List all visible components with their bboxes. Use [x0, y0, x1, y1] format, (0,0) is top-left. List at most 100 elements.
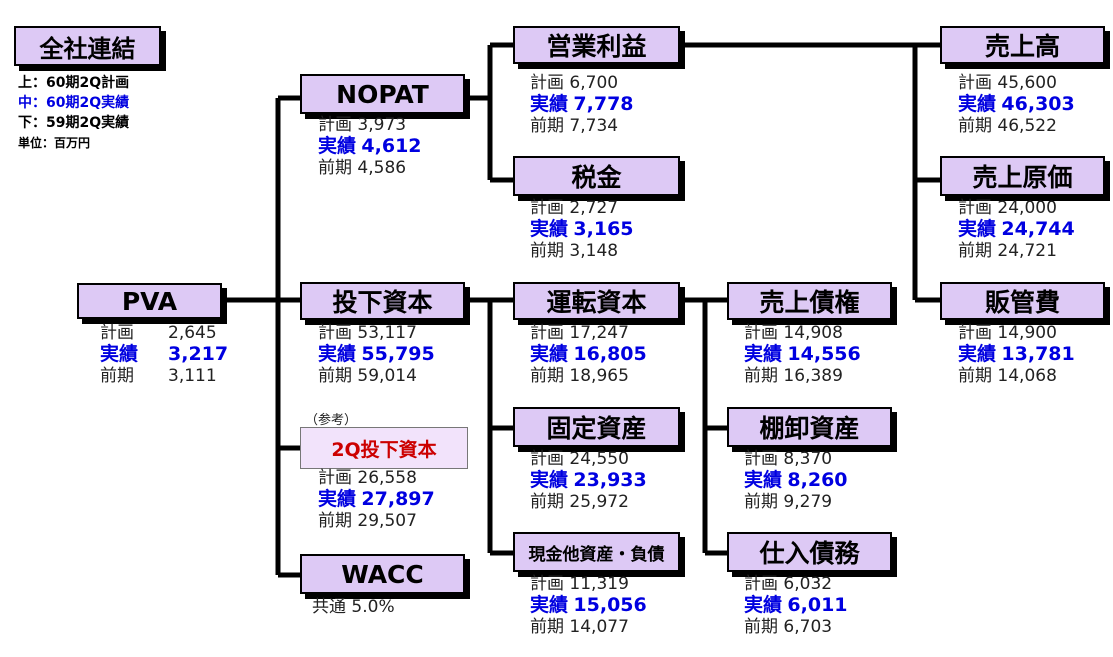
pva-plan: 2,645 — [168, 323, 217, 343]
receivables-values: 計画 14,908 実績 14,556 前期 16,389 — [744, 323, 861, 387]
payables-prev: 6,703 — [783, 617, 833, 637]
invested-2q-plan: 26,558 — [357, 468, 417, 488]
invested-capital-prev: 59,014 — [357, 366, 417, 386]
plan-label: 計画 — [530, 449, 564, 469]
pva-node: PVA — [77, 283, 222, 319]
cash-other-actual: 15,056 — [573, 594, 647, 616]
invested-2q-values: 計画 26,558 実績 27,897 前期 29,507 — [318, 468, 435, 532]
pva-prev: 3,111 — [168, 366, 217, 386]
wacc-values: 共通 5.0% — [312, 597, 395, 618]
receivables-actual: 14,556 — [787, 343, 861, 365]
pva-label: PVA — [121, 286, 178, 316]
prev-label: 前期 — [744, 617, 778, 637]
cash-other-node: 現金他資産・負債 — [513, 532, 680, 572]
fixed-assets-node: 固定資産 — [513, 407, 680, 447]
plan-label: 計画 — [530, 73, 564, 93]
cogs-actual: 24,744 — [1001, 218, 1075, 240]
working-capital-actual: 16,805 — [573, 343, 647, 365]
receivables-prev: 16,389 — [783, 366, 843, 386]
prev-label: 前期 — [100, 366, 134, 386]
invested-2q-prev: 29,507 — [357, 511, 417, 531]
prev-label: 前期 — [318, 158, 352, 178]
wacc-common: 5.0% — [351, 597, 395, 617]
prev-label: 前期 — [958, 366, 992, 386]
fixed-assets-prev: 25,972 — [569, 492, 629, 512]
plan-label: 計画 — [318, 115, 352, 135]
operating-profit-actual: 7,778 — [573, 93, 634, 115]
legend: 上：60期2Q計画 中：60期2Q実績 下：59期2Q実績 単位：百万円 — [18, 73, 129, 153]
cogs-values: 計画 24,000 実績 24,744 前期 24,721 — [958, 198, 1075, 262]
legend-middle: 中：60期2Q実績 — [18, 95, 130, 111]
actual-label: 実績 — [958, 93, 997, 115]
actual-label: 実績 — [530, 343, 569, 365]
operating-profit-plan: 6,700 — [569, 73, 619, 93]
prev-label: 前期 — [744, 492, 778, 512]
plan-label: 計画 — [318, 323, 352, 343]
nopat-label: NOPAT — [336, 79, 429, 109]
sales-node: 売上高 — [940, 26, 1105, 64]
fixed-assets-label: 固定資産 — [546, 414, 647, 443]
payables-actual: 6,011 — [787, 594, 848, 616]
invested-capital-node: 投下資本 — [300, 282, 465, 320]
sales-prev: 46,522 — [997, 116, 1057, 136]
nopat-actual: 4,612 — [361, 135, 422, 157]
actual-label: 実績 — [744, 594, 783, 616]
tax-node: 税金 — [513, 156, 680, 196]
actual-label: 実績 — [744, 469, 783, 491]
actual-label: 実績 — [530, 93, 569, 115]
plan-label: 計画 — [958, 73, 992, 93]
actual-label: 実績 — [530, 594, 569, 616]
cash-other-label: 現金他資産・負債 — [528, 544, 665, 565]
invested-capital-label: 投下資本 — [332, 288, 433, 317]
inventory-plan: 8,370 — [783, 449, 833, 469]
receivables-label: 売上債権 — [759, 288, 860, 317]
invested-2q-actual: 27,897 — [361, 488, 435, 510]
prev-label: 前期 — [958, 116, 992, 136]
plan-label: 計画 — [100, 323, 134, 343]
invested-2q-node: 2Q投下資本 — [300, 427, 468, 469]
tax-plan: 2,727 — [569, 198, 619, 218]
receivables-plan: 14,908 — [783, 323, 843, 343]
sga-values: 計画 14,900 実績 13,781 前期 14,068 — [958, 323, 1075, 387]
prev-label: 前期 — [744, 366, 778, 386]
working-capital-label: 運転資本 — [546, 288, 647, 317]
tax-values: 計画 2,727 実績 3,165 前期 3,148 — [530, 198, 634, 262]
reference-note: （参考） — [305, 413, 358, 428]
sga-label: 販管費 — [984, 288, 1060, 317]
plan-label: 計画 — [530, 198, 564, 218]
cash-other-values: 計画 11,319 実績 15,056 前期 14,077 — [530, 574, 647, 638]
pva-actual: 3,217 — [168, 343, 229, 365]
inventory-values: 計画 8,370 実績 8,260 前期 9,279 — [744, 449, 848, 513]
sales-plan: 45,600 — [997, 73, 1057, 93]
payables-label: 仕入債務 — [759, 539, 860, 568]
plan-label: 計画 — [530, 574, 564, 594]
payables-node: 仕入債務 — [727, 532, 892, 572]
prev-label: 前期 — [530, 366, 564, 386]
cash-other-plan: 11,319 — [569, 574, 629, 594]
plan-label: 計画 — [744, 449, 778, 469]
legend-unit: 単位：百万円 — [18, 136, 91, 150]
page-title: 全社連結 — [14, 26, 161, 66]
prev-label: 前期 — [958, 241, 992, 261]
prev-label: 前期 — [318, 366, 352, 386]
nopat-node: NOPAT — [300, 74, 465, 114]
payables-values: 計画 6,032 実績 6,011 前期 6,703 — [744, 574, 848, 638]
actual-label: 実績 — [958, 218, 997, 240]
sales-values: 計画 45,600 実績 46,303 前期 46,522 — [958, 73, 1075, 137]
operating-profit-values: 計画 6,700 実績 7,778 前期 7,734 — [530, 73, 634, 137]
fixed-assets-values: 計画 24,550 実績 23,933 前期 25,972 — [530, 449, 647, 513]
prev-label: 前期 — [530, 617, 564, 637]
actual-label: 実績 — [530, 218, 569, 240]
plan-label: 計画 — [318, 468, 352, 488]
common-label: 共通 — [312, 597, 346, 617]
sga-node: 販管費 — [940, 282, 1105, 320]
operating-profit-node: 営業利益 — [513, 26, 680, 64]
fixed-assets-actual: 23,933 — [573, 469, 647, 491]
prev-label: 前期 — [530, 116, 564, 136]
wacc-node: WACC — [300, 554, 465, 594]
working-capital-prev: 18,965 — [569, 366, 629, 386]
working-capital-node: 運転資本 — [513, 282, 680, 320]
plan-label: 計画 — [958, 323, 992, 343]
sga-plan: 14,900 — [997, 323, 1057, 343]
